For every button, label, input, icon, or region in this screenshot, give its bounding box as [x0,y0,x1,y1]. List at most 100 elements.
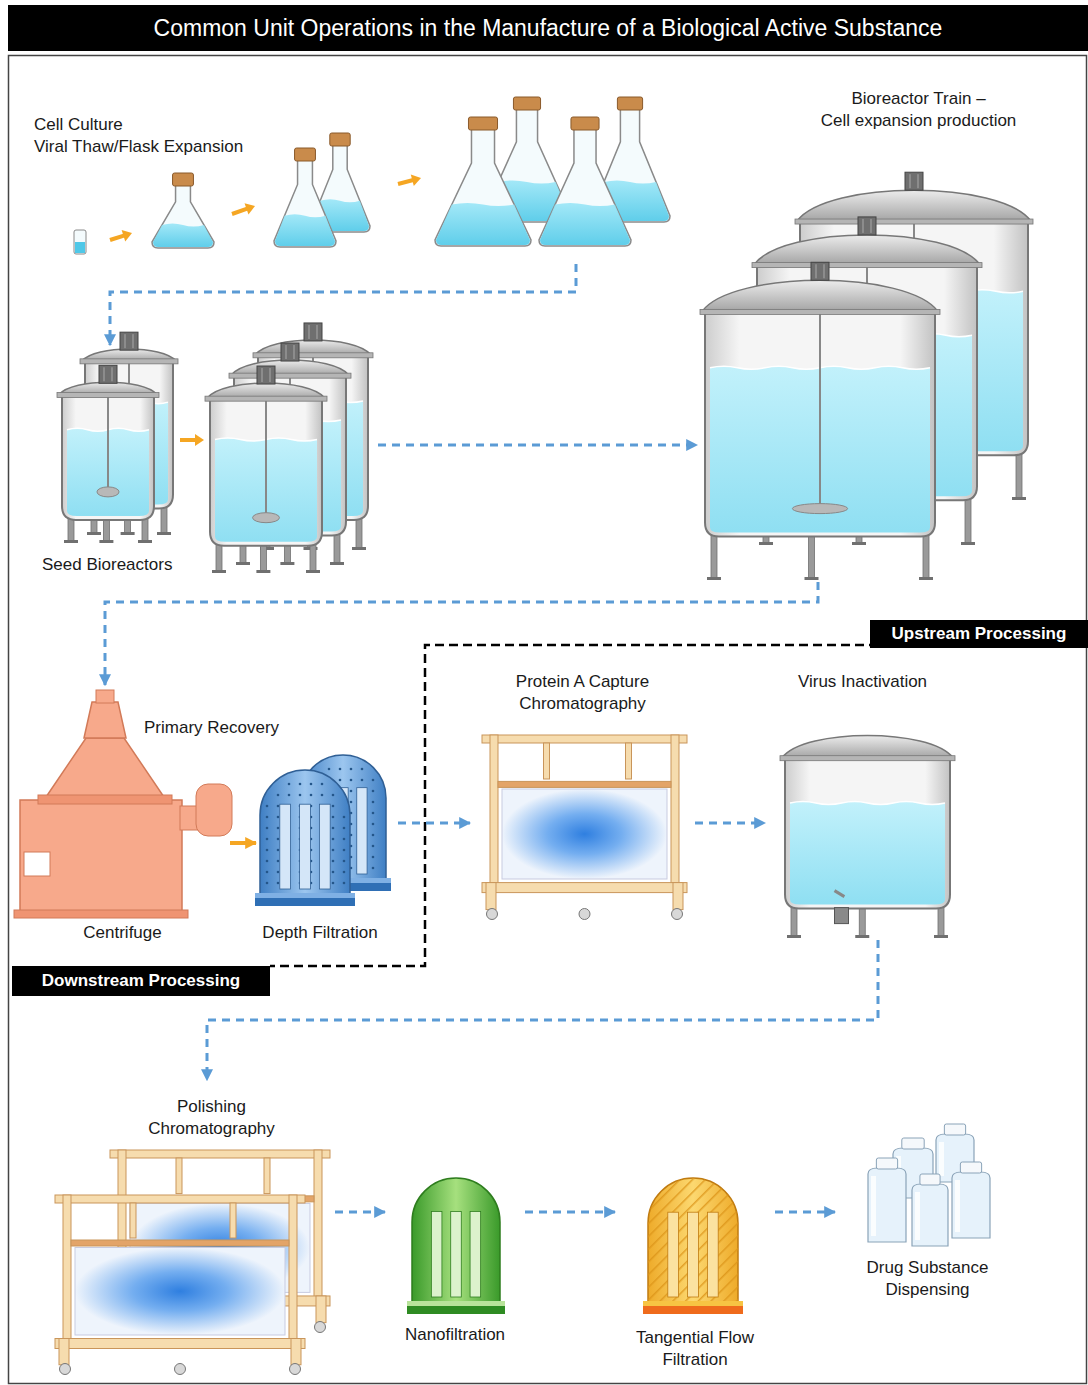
flow-arrow [695,822,765,825]
stage-label: Bioreactor Train – [851,88,985,110]
skid-post [130,1203,136,1238]
housing-dot [332,827,335,830]
housing-dot [332,794,335,797]
housing-dot [350,801,353,804]
impeller-shaft [819,311,821,508]
housing-dot [343,827,346,830]
flask-liquid [436,203,530,245]
bottle-body [868,1168,906,1242]
housing-dot [277,882,280,885]
region-boundary [270,645,1088,966]
skid-bottom-bar [482,883,687,893]
tank-body [785,758,950,909]
process-stage: Drug Substance Dispensing [835,1120,1020,1305]
tank-foot [852,542,866,545]
tank-foot [352,547,366,550]
bottle-body [952,1172,990,1238]
housing-dot [372,801,375,804]
motor-fin [133,334,134,348]
bottle-cap [902,1138,924,1149]
housing-dot [332,838,335,841]
motor-fin [918,174,919,188]
flow-arrow [378,444,697,447]
filter-cartridge [431,1211,442,1297]
tank-foot [306,570,320,573]
housing-dot [372,823,375,826]
centrifuge-motor [196,784,232,836]
flask-cork [571,117,599,130]
centrifuge-base [14,910,188,918]
tank-body [62,395,154,520]
tank-agitator [835,891,845,897]
tank-foot [330,562,344,565]
tank-foot [280,562,294,565]
skid-mid-bar [71,1240,289,1246]
housing-base [407,1306,505,1314]
flask-glass [274,159,336,247]
tank-lid [782,735,953,757]
tank-rim [80,359,178,364]
housing-dot [339,768,342,771]
housing-dot [277,838,280,841]
bottle-cap [960,1162,981,1173]
impeller-blade [792,504,847,514]
tank-rim [253,353,373,358]
skid-post [176,1158,182,1194]
tank-lid [702,280,938,311]
tank-motor [257,366,275,384]
tank-foot [157,532,171,535]
tank-motor [281,343,299,361]
flow-arrow [525,1211,615,1214]
filter-cartridge [357,788,367,874]
flask-glass [152,184,214,248]
tank-foot [919,577,933,580]
tank-foot [121,532,135,535]
housing-dot [277,805,280,808]
tank-foot [934,935,948,938]
tank-motor [120,332,138,350]
skid-wheel [579,909,590,920]
impeller-shaft [107,395,109,492]
motor-fin [863,219,864,233]
housing-dot [277,827,280,830]
tank-foot [1012,497,1026,500]
housing-dot [339,779,342,782]
stage-label: Polishing Chromatography [137,1096,287,1140]
vial-liquid [75,242,85,253]
housing-dot [277,794,280,797]
housing-dot [350,790,353,793]
housing-dot [288,794,291,797]
bottle-cap [944,1124,965,1135]
housing-dot [350,779,353,782]
tank-motor [858,217,876,235]
bottle-cap [920,1174,940,1185]
housing-dot [310,783,313,786]
flask-cork [468,117,497,130]
housing-dot [332,816,335,819]
filter-cartridge [688,1212,699,1297]
orange-arrowhead [411,174,421,186]
bottle-shine [939,1142,944,1176]
process-stage: Tangential Flow Filtration [615,1165,775,1375]
stage-label: Seed Bioreactors [42,554,172,576]
motor-fin [262,368,263,382]
process-stage: Bioreactor Train –Cell expansion product… [697,84,1060,582]
flow-arrow [398,822,470,825]
housing-dot [277,860,280,863]
housing-base [643,1306,743,1314]
tank-foot [805,577,819,580]
centrifuge-body [20,800,182,915]
housing-dot [266,882,269,885]
housing-dot [277,871,280,874]
housing-dot [332,805,335,808]
housing-dot [372,834,375,837]
region-label: Downstream Processing [12,966,270,996]
motor-fin [317,325,318,339]
flask-cork [173,173,194,186]
filter-housing [260,770,350,895]
flask-glass [539,128,631,246]
flask-cork [295,148,316,161]
bottle-shine [955,1180,960,1232]
motor-fin [871,219,872,233]
tank-lid [754,235,980,265]
